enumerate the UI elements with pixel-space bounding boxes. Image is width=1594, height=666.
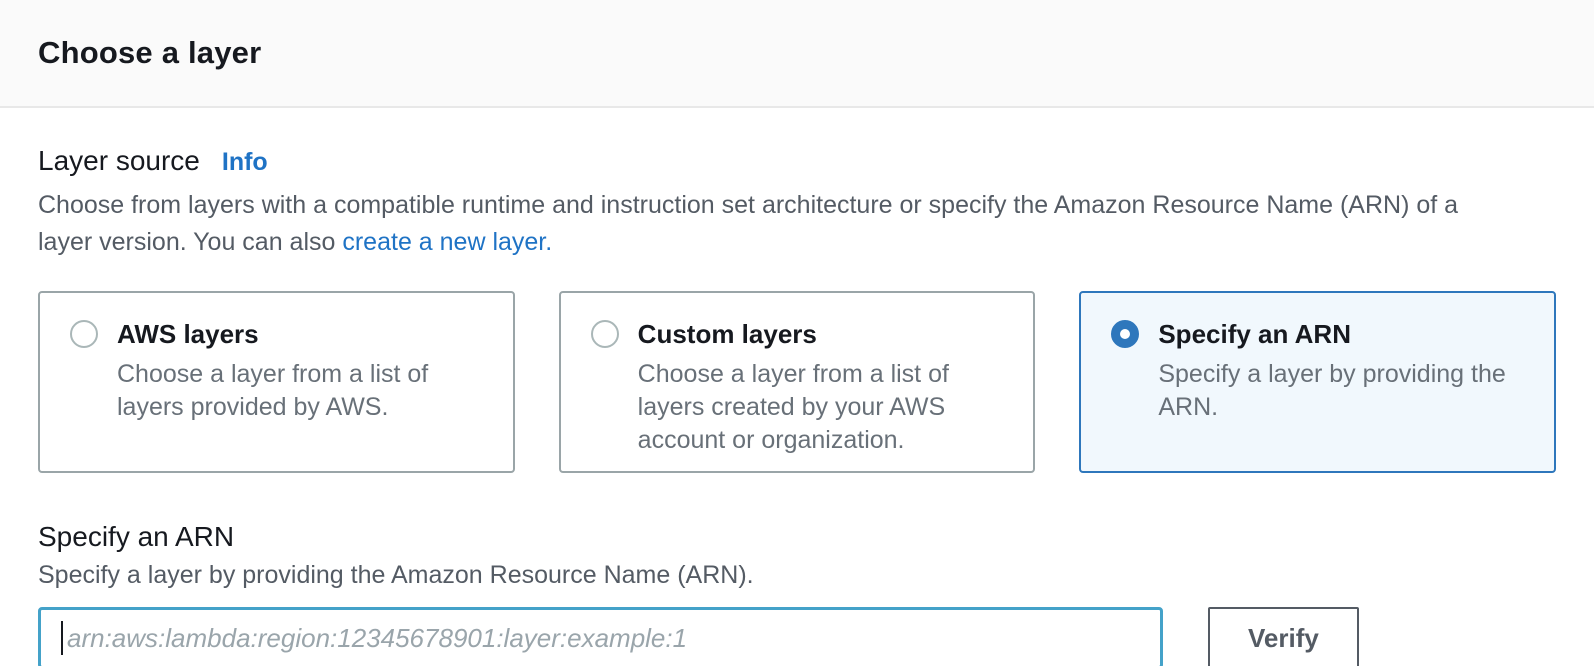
option-title: AWS layers [117,319,259,349]
panel-body: Layer source Info Choose from layers wit… [0,145,1594,666]
layer-source-label-row: Layer source Info [38,145,1556,177]
layer-source-description-text: Choose from layers with a compatible run… [38,191,1459,256]
radio-button-unselected-icon[interactable] [70,320,98,348]
panel-header: Choose a layer [0,0,1594,108]
specify-arn-label: Specify an ARN [38,521,235,552]
radio-button-unselected-icon[interactable] [590,320,619,348]
option-description: Specify a layer by providing the ARN. [1158,360,1506,421]
layer-source-option-specify-arn[interactable]: Specify an ARN Specify a layer by provid… [1079,291,1557,473]
arn-input-row: Verify [38,607,1556,666]
arn-input[interactable] [38,607,1163,666]
layer-source-options: AWS layers Choose a layer from a list of… [38,291,1557,473]
layer-source-option-custom-layers[interactable]: Custom layers Choose a layer from a list… [558,291,1036,473]
option-description: Choose a layer from a list of layers pro… [117,360,429,421]
option-title: Custom layers [637,319,817,349]
layer-source-option-aws-layers[interactable]: AWS layers Choose a layer from a list of… [38,291,515,473]
arn-input-wrapper [38,607,1163,666]
layer-source-label: Layer source [38,145,200,176]
text-caret [61,621,63,655]
info-link[interactable]: Info [221,148,268,176]
radio-button-selected-icon[interactable] [1111,320,1140,348]
verify-button[interactable]: Verify [1208,607,1359,666]
specify-arn-description: Specify a layer by providing the Amazon … [38,561,754,589]
option-description: Choose a layer from a list of layers cre… [637,360,949,454]
specify-arn-section: Specify an ARN Specify a layer by provid… [38,521,1556,666]
page-title: Choose a layer [38,35,262,70]
option-title: Specify an ARN [1158,319,1351,349]
layer-source-description: Choose from layers with a compatible run… [38,187,1488,261]
create-new-layer-link[interactable]: create a new layer. [342,228,553,256]
